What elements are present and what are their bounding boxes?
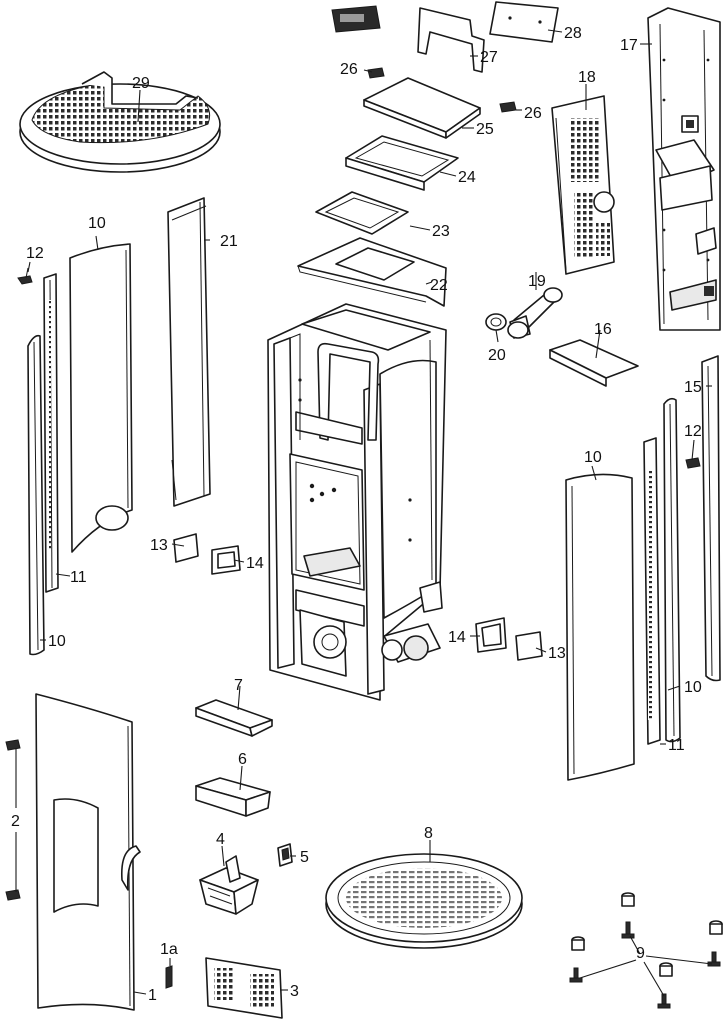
- label-10: 10: [684, 679, 702, 696]
- label-1a: 1a: [160, 941, 178, 958]
- label-21: 21: [220, 233, 238, 250]
- part-11-profile-left: [43, 273, 59, 593]
- part-16-bracket: [549, 339, 639, 387]
- part-26-screw-left: [367, 67, 385, 79]
- label-12: 12: [26, 245, 44, 262]
- label-14: 14: [246, 555, 264, 572]
- part-12-clip-right: [685, 457, 701, 469]
- part-29-top-cover: [19, 71, 221, 173]
- part-10-edge-profile-right: [663, 397, 681, 743]
- part-17-rear-frame: [647, 7, 721, 331]
- part-21-rear-rail: [167, 197, 211, 507]
- part-13-plate-left: [173, 533, 199, 563]
- part-2-hinge-set: [5, 739, 21, 901]
- label-12: 12: [684, 423, 702, 440]
- label-13: 13: [548, 645, 566, 662]
- part-4-burn-pot: [199, 855, 259, 915]
- label-9: 9: [636, 945, 645, 962]
- part-12-clip-left: [17, 267, 33, 285]
- part-15-edge-profile-right: [701, 355, 721, 682]
- label-11: 11: [70, 569, 87, 586]
- label-10: 10: [584, 449, 602, 466]
- label-22: 22: [430, 277, 448, 294]
- part-6-deflector: [195, 777, 271, 817]
- part-14-gasket-left: [211, 545, 241, 575]
- label-1: 1: [148, 987, 157, 1004]
- label-29: 29: [132, 75, 150, 92]
- label-11: 11: [668, 737, 685, 754]
- part-8-base-plate: [325, 853, 523, 949]
- label-16: 16: [594, 321, 612, 338]
- label-8: 8: [424, 825, 433, 842]
- label-20: 20: [488, 347, 506, 364]
- part-14-gasket-right: [475, 617, 507, 653]
- control-panel: [331, 5, 381, 33]
- label-18: 18: [578, 69, 596, 86]
- part-10-side-panel-right: [565, 473, 635, 781]
- part-25-lid: [363, 77, 481, 139]
- part-27-front-bracket: [417, 7, 485, 73]
- label-26: 26: [524, 105, 542, 122]
- label-27: 27: [480, 49, 498, 66]
- stove-body: [267, 303, 447, 701]
- label-5: 5: [300, 849, 309, 866]
- part-5-clip: [277, 843, 293, 867]
- label-25: 25: [476, 121, 494, 138]
- part-19-flue-pipe: [507, 287, 563, 339]
- part-11-profile-right: [643, 437, 661, 745]
- label-14: 14: [448, 629, 466, 646]
- label-13: 13: [150, 537, 168, 554]
- label-17: 17: [620, 37, 638, 54]
- label-3: 3: [290, 983, 299, 1000]
- part-26-screw-right: [499, 101, 517, 113]
- part-24-tray: [345, 135, 459, 191]
- part-3-vent-grille: [205, 957, 283, 1019]
- label-28: 28: [564, 25, 582, 42]
- label-4: 4: [216, 831, 225, 848]
- label-23: 23: [432, 223, 450, 240]
- label-24: 24: [458, 169, 476, 186]
- part-28-cover-plate: [489, 1, 559, 43]
- part-20-ring: [485, 313, 507, 331]
- label-19: 19: [528, 273, 546, 290]
- part-number-labels: 29 10 12 21 11 10 13 14 26 27 28 26 25 2…: [11, 25, 702, 1004]
- part-23-gasket: [315, 191, 409, 235]
- part-10-edge-profile-left: [27, 334, 45, 656]
- label-7: 7: [234, 677, 243, 694]
- part-10-side-panel-left: [69, 243, 133, 553]
- part-7-bracket: [195, 699, 273, 737]
- part-9-feet: [569, 892, 723, 1009]
- label-6: 6: [238, 751, 247, 768]
- part-1a-bolt: [165, 965, 173, 989]
- label-15: 15: [684, 379, 702, 396]
- leader-lines: [15, 29, 712, 995]
- part-18-rear-panel: [551, 95, 615, 275]
- label-26: 26: [340, 61, 358, 78]
- label-10: 10: [88, 215, 106, 232]
- label-10: 10: [48, 633, 66, 650]
- part-13-plate-right: [515, 631, 543, 661]
- part-1-front-door: [35, 693, 141, 1011]
- part-22-top-plate: [297, 237, 447, 307]
- label-2: 2: [11, 813, 20, 830]
